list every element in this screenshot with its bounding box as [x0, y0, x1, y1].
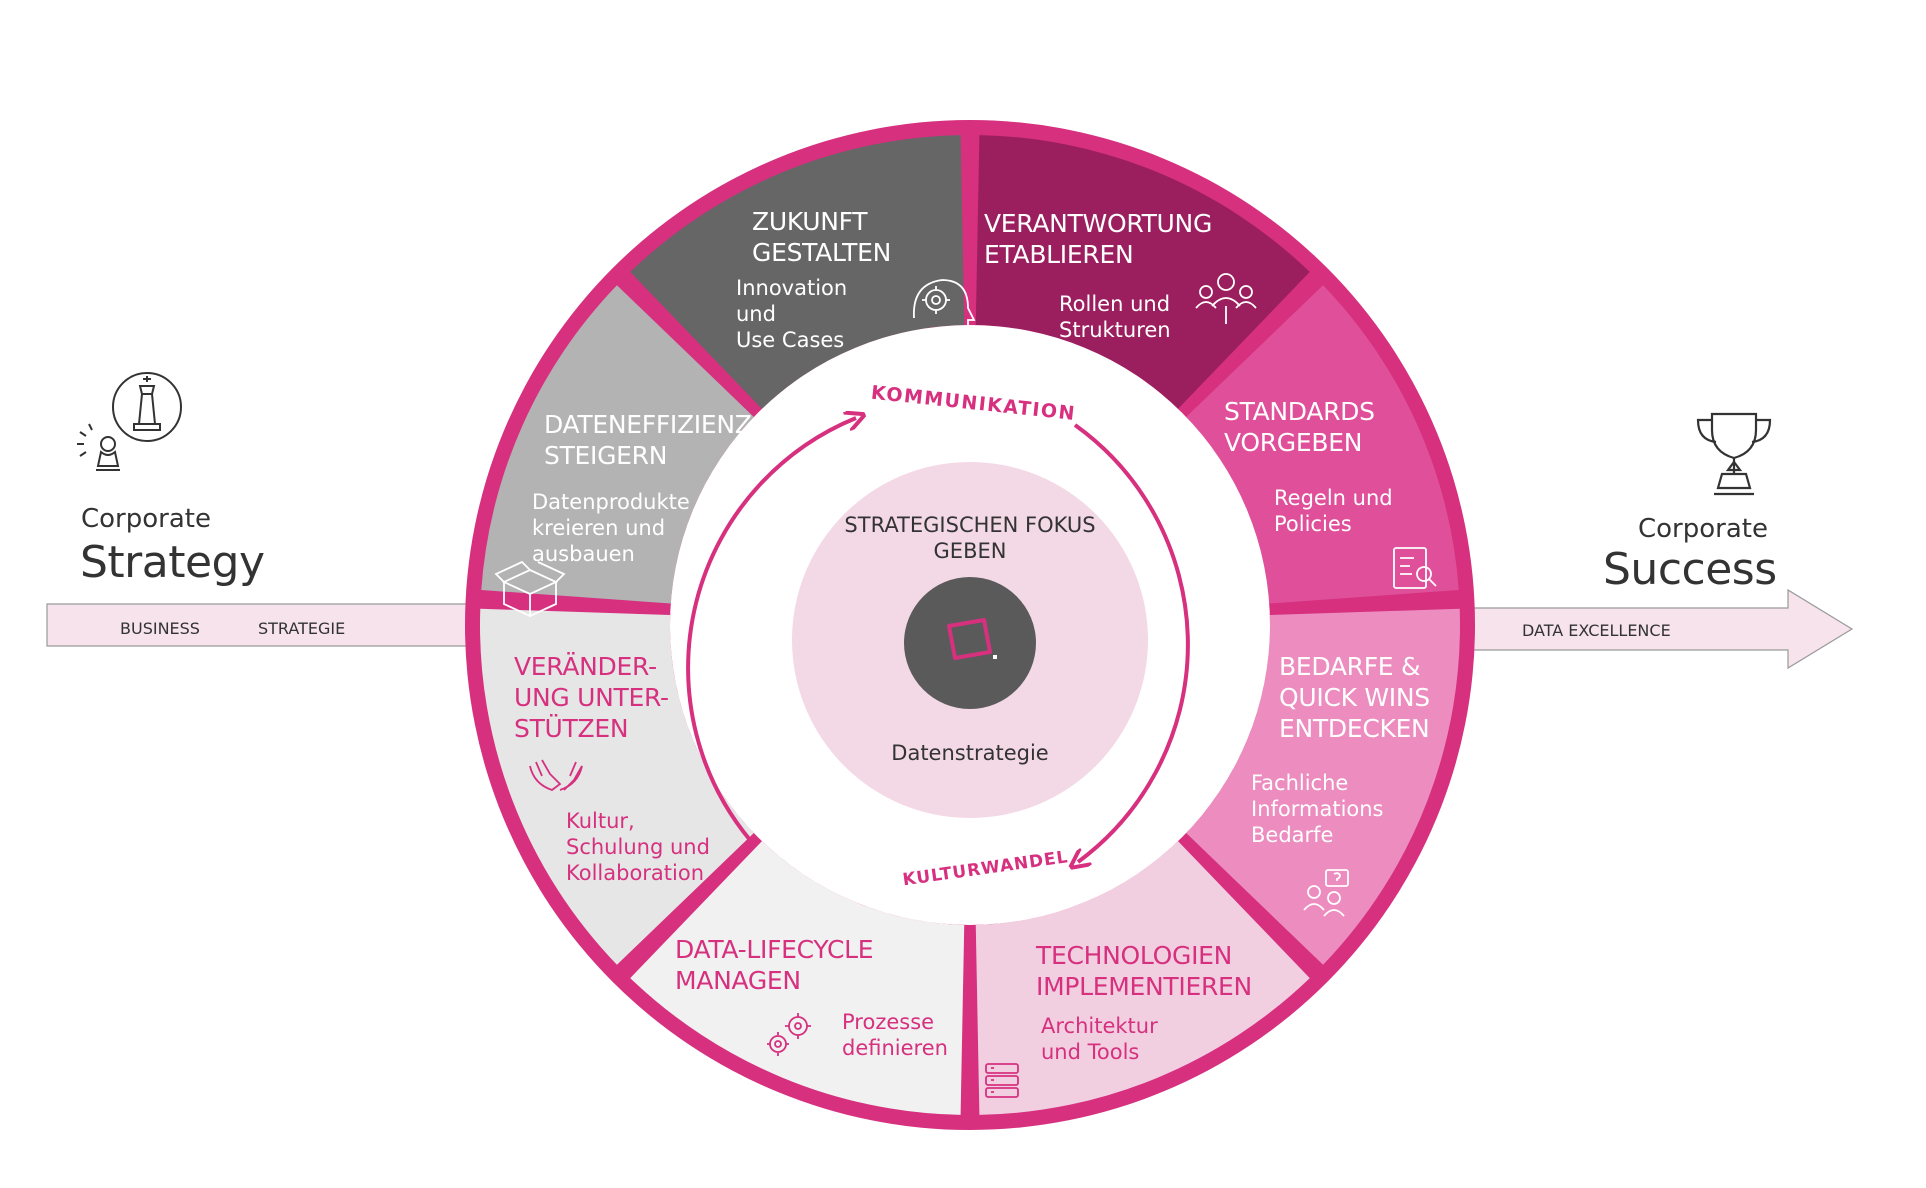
center-core — [904, 577, 1036, 709]
segment-dateneffizienz-sub: Datenprodukte kreieren und ausbauen — [532, 490, 690, 566]
band-label-data-excellence: DATA EXCELLENCE — [1522, 621, 1671, 640]
corporate-strategy-small: Corporate — [81, 504, 211, 534]
segment-dateneffizienz — [481, 285, 754, 604]
segments — [480, 135, 1460, 1115]
segment-veraenderung-sub: Kultur, Schulung und Kollaboration — [566, 809, 710, 885]
team-icon — [1195, 273, 1257, 324]
segment-standards — [1186, 285, 1459, 604]
segment-technologien-sub: Architektur und Tools — [1041, 1014, 1158, 1064]
segment-technologien-title: TECHNOLOGIEN IMPLEMENTIEREN — [1036, 941, 1252, 1001]
question-people-icon — [1303, 869, 1349, 917]
document-search-icon — [1393, 547, 1437, 589]
box-icon — [494, 560, 566, 618]
segment-zukunft — [630, 135, 965, 409]
segment-bedarfe-title: BEDARFE & QUICK WINS ENTDECKEN — [1279, 652, 1430, 743]
segment-dateneffizienz-title: DATENEFFIZIENZ STEIGERN — [544, 410, 752, 470]
hands-icon — [529, 759, 583, 792]
segment-lifecycle — [630, 841, 965, 1115]
segment-zukunft-title: ZUKUNFT GESTALTEN — [752, 207, 892, 267]
trophy-icon — [1696, 412, 1772, 496]
gears-icon — [767, 1013, 811, 1056]
chess-icon — [77, 372, 182, 471]
segment-zukunft-sub: Innovation und Use Cases — [736, 276, 848, 352]
cycle-arrow-left — [686, 418, 856, 842]
segment-veraenderung-title: VERÄNDER- UNG UNTER- STÜTZEN — [514, 652, 669, 743]
segment-bedarfe-sub: Fachliche Informations Bedarfe — [1251, 771, 1384, 847]
brain-icon — [913, 279, 976, 338]
segment-verantwortung — [975, 135, 1310, 409]
segment-standards-sub: Regeln und Policies — [1274, 486, 1393, 536]
segment-veraenderung — [480, 608, 754, 965]
logo-icon — [947, 618, 997, 660]
corporate-success-big: Success — [1603, 544, 1777, 595]
segment-lifecycle-sub: Prozesse definieren — [842, 1010, 948, 1060]
data-excellence-arrow — [1444, 588, 1854, 670]
segment-verantwortung-sub: Rollen und Strukturen — [1059, 292, 1171, 342]
corporate-strategy-big: Strategy — [80, 537, 265, 588]
cycle-arrow-right — [1075, 423, 1190, 862]
band-label-strategie: STRATEGIE — [258, 619, 346, 638]
segment-verantwortung-title: VERANTWORTUNG ETABLIEREN — [984, 209, 1213, 269]
center-heading: STRATEGISCHEN FOKUS GEBEN — [844, 513, 1096, 563]
band-label-business: BUSINESS — [120, 619, 200, 638]
corporate-success-small: Corporate — [1638, 514, 1768, 544]
server-icon — [985, 1063, 1019, 1098]
center-label: Datenstrategie — [891, 741, 1049, 765]
segment-standards-title: STANDARDS VORGEBEN — [1224, 397, 1375, 457]
segment-lifecycle-title: DATA-LIFECYCLE MANAGEN — [675, 935, 874, 995]
segment-bedarfe — [1186, 608, 1460, 965]
segment-technologien — [975, 841, 1310, 1115]
